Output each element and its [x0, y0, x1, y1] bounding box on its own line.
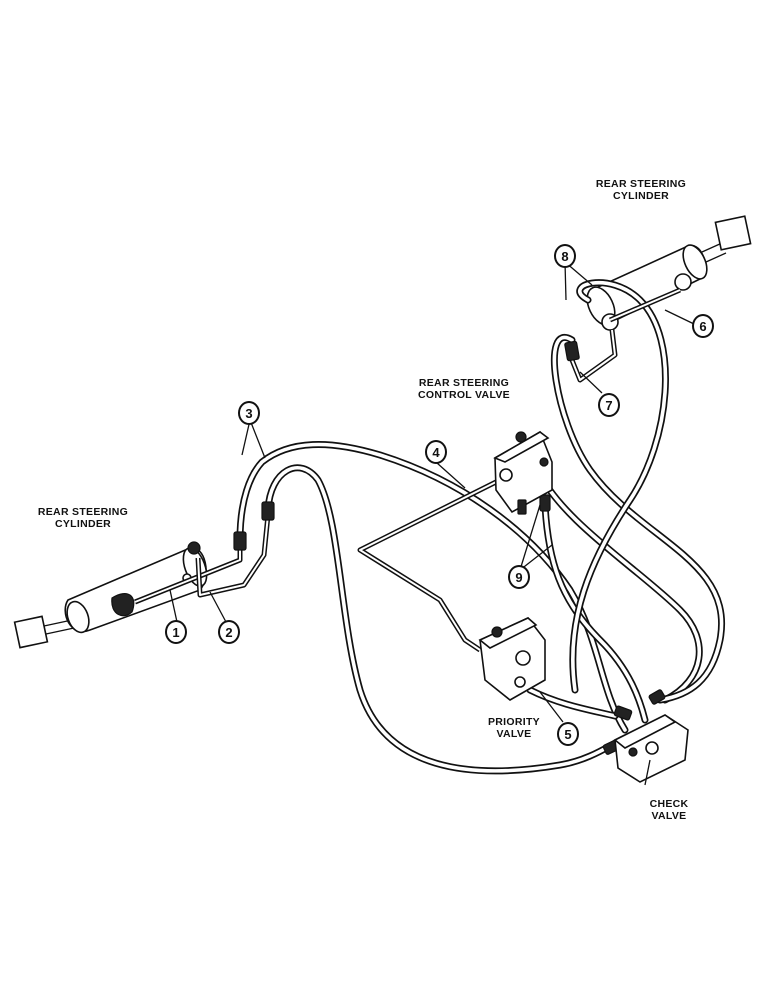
label-check-valve: CHECK VALVE	[634, 798, 704, 822]
callout-9: 9	[508, 565, 530, 589]
label-rear-cylinder-right-line2: CYLINDER	[612, 190, 670, 202]
leader-lines	[169, 261, 695, 786]
callout-1: 1	[165, 620, 187, 644]
check-valve	[613, 714, 689, 783]
priority-valve	[478, 617, 546, 701]
callout-6: 6	[692, 314, 714, 338]
label-priority-valve: PRIORITY VALVE	[474, 716, 554, 740]
label-control-valve: REAR STEERING CONTROL VALVE	[404, 377, 524, 401]
label-rear-cylinder-left-line2: CYLINDER	[54, 518, 112, 530]
label-priority-valve-line2: VALVE	[496, 728, 532, 740]
callout-5: 5	[557, 722, 579, 746]
label-rear-cylinder-right-line1: REAR STEERING	[595, 178, 687, 190]
tubes	[134, 287, 681, 653]
rear-steering-control-valve	[493, 430, 553, 515]
label-rear-cylinder-left-line1: REAR STEERING	[37, 506, 129, 518]
label-control-valve-line1: REAR STEERING	[418, 377, 510, 389]
callout-2: 2	[218, 620, 240, 644]
callout-3: 3	[238, 401, 260, 425]
right-rear-steering-cylinder	[586, 215, 752, 331]
label-control-valve-line2: CONTROL VALVE	[418, 389, 510, 401]
label-check-valve-line2: VALVE	[651, 810, 687, 822]
label-rear-cylinder-left: REAR STEERING CYLINDER	[28, 506, 138, 530]
callout-7: 7	[598, 393, 620, 417]
label-rear-cylinder-right: REAR STEERING CYLINDER	[586, 178, 696, 202]
callout-4: 4	[425, 440, 447, 464]
callout-8: 8	[554, 244, 576, 268]
label-priority-valve-line1: PRIORITY	[488, 716, 540, 728]
hoses	[236, 279, 726, 775]
label-check-valve-line1: CHECK	[649, 798, 689, 810]
left-rear-steering-cylinder	[13, 541, 208, 649]
